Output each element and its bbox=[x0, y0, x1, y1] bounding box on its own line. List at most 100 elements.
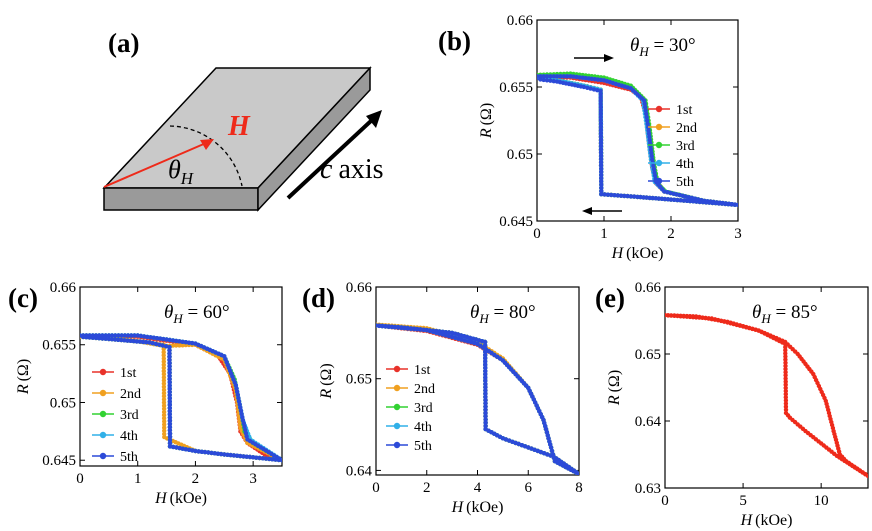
data-point bbox=[161, 375, 167, 380]
y-tick-label: 0.65 bbox=[50, 395, 76, 411]
angle-label: θH bbox=[168, 155, 195, 188]
x-axis-label-unit: (kOe) bbox=[466, 499, 503, 516]
angle-annotation-symbol: θ bbox=[630, 35, 639, 56]
data-point bbox=[129, 333, 134, 338]
legend-marker-5th bbox=[655, 177, 663, 185]
data-point bbox=[157, 342, 162, 347]
y-axis-label-symbol: R bbox=[318, 389, 335, 400]
data-point bbox=[783, 398, 789, 403]
series-line-4th-up bbox=[376, 324, 579, 475]
data-point bbox=[703, 200, 709, 205]
y-tick-label: 0.64 bbox=[346, 463, 373, 479]
data-point bbox=[202, 449, 208, 455]
data-point bbox=[122, 333, 128, 338]
data-point bbox=[440, 329, 445, 334]
data-point bbox=[644, 111, 649, 117]
series-group bbox=[376, 322, 579, 475]
angle-label-sub: H bbox=[180, 169, 195, 188]
x-tick-label: 1 bbox=[600, 226, 608, 242]
data-point bbox=[645, 118, 650, 123]
series-line-5th-down bbox=[537, 78, 738, 206]
x-axis-label: H(kOe) bbox=[740, 512, 793, 529]
data-point bbox=[625, 193, 630, 199]
data-point bbox=[161, 336, 166, 342]
legend-marker-3rd bbox=[99, 410, 107, 418]
data-point bbox=[726, 202, 731, 207]
angle-annotation-sub: H bbox=[760, 311, 771, 326]
data-point bbox=[615, 193, 620, 198]
legend-marker-4th bbox=[655, 159, 663, 167]
data-point bbox=[109, 333, 115, 338]
data-point bbox=[424, 327, 429, 333]
data-point bbox=[483, 349, 488, 354]
data-point bbox=[167, 373, 172, 379]
data-point bbox=[257, 455, 262, 461]
data-point bbox=[595, 88, 600, 93]
data-point bbox=[538, 74, 543, 79]
data-point bbox=[598, 163, 604, 168]
data-point bbox=[591, 87, 597, 92]
data-point bbox=[649, 153, 654, 159]
data-point bbox=[783, 351, 788, 356]
data-point bbox=[483, 388, 488, 393]
angle-annotation-symbol: θ bbox=[164, 302, 173, 323]
legend-marker-1st bbox=[655, 105, 663, 113]
data-point bbox=[161, 406, 167, 411]
x-tick-label: 0 bbox=[533, 226, 541, 242]
data-point bbox=[408, 326, 414, 331]
data-point bbox=[783, 376, 788, 381]
data-point bbox=[167, 431, 173, 436]
data-point bbox=[598, 117, 603, 123]
data-point bbox=[377, 323, 382, 328]
angle-annotation-symbol: θ bbox=[470, 302, 479, 323]
data-point bbox=[713, 200, 718, 206]
y-axis-label-symbol: R bbox=[15, 384, 32, 395]
y-axis-label-symbol: R bbox=[478, 128, 495, 139]
data-point bbox=[599, 192, 604, 197]
data-point bbox=[732, 202, 737, 207]
data-point bbox=[103, 336, 108, 341]
data-point bbox=[646, 128, 651, 133]
y-tick-label: 0.63 bbox=[635, 481, 661, 497]
series-line-5th-down bbox=[376, 324, 579, 475]
data-point bbox=[599, 182, 604, 187]
data-point bbox=[783, 410, 789, 416]
sweep-down-arrow-head-icon bbox=[582, 207, 592, 215]
legend-marker-2nd bbox=[99, 389, 107, 397]
data-point bbox=[541, 74, 546, 79]
y-tick-label: 0.66 bbox=[507, 13, 534, 29]
data-point bbox=[180, 339, 185, 344]
legend-marker-3rd bbox=[393, 403, 401, 411]
c-axis-label-italic: c bbox=[320, 154, 333, 185]
data-point bbox=[684, 198, 690, 203]
legend-label-5th: 5th bbox=[676, 175, 694, 190]
data-point bbox=[783, 379, 788, 384]
data-point bbox=[154, 336, 160, 341]
data-point bbox=[483, 359, 488, 364]
x-tick-label: 10 bbox=[814, 493, 829, 509]
data-point bbox=[113, 333, 118, 338]
x-tick-label: 2 bbox=[192, 471, 200, 487]
slab-front-face bbox=[103, 187, 259, 211]
legend-marker-5th bbox=[393, 441, 401, 449]
legend-label-5th: 5th bbox=[120, 450, 138, 465]
legend-marker-1st bbox=[393, 365, 401, 373]
data-point bbox=[783, 373, 788, 378]
data-point bbox=[161, 372, 167, 377]
data-point bbox=[167, 383, 172, 388]
x-tick-label: 2 bbox=[667, 226, 675, 242]
data-point bbox=[151, 335, 156, 340]
data-point bbox=[167, 337, 172, 343]
data-point bbox=[161, 378, 167, 383]
data-point bbox=[672, 313, 677, 318]
data-point bbox=[483, 368, 488, 374]
x-tick-label: 6 bbox=[525, 480, 533, 496]
data-point bbox=[632, 194, 637, 199]
data-point bbox=[106, 336, 112, 342]
data-point bbox=[145, 334, 150, 340]
data-point bbox=[598, 111, 603, 116]
data-point bbox=[599, 166, 604, 171]
data-point bbox=[167, 360, 172, 366]
